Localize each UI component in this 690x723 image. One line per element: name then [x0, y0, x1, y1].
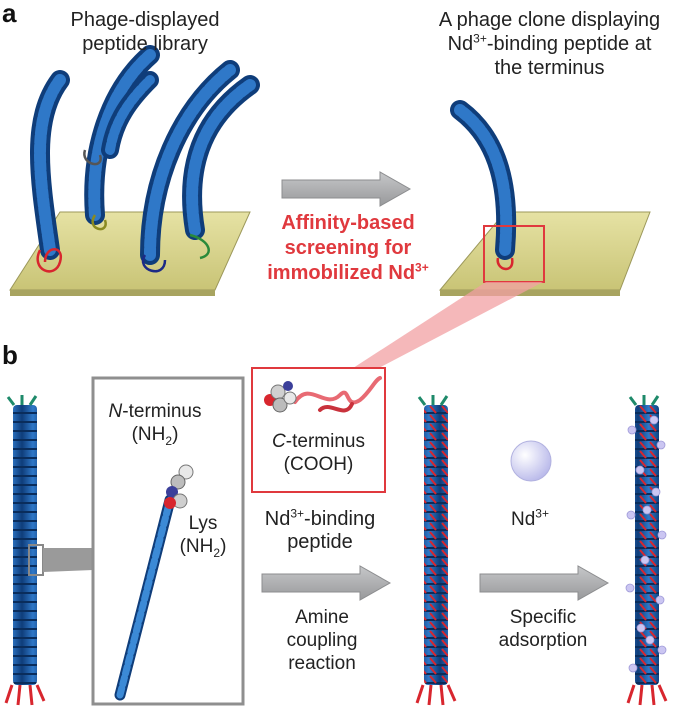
binding-line1: Nd3+-binding	[250, 506, 390, 531]
adsorption-step-label: Specific adsorption	[478, 606, 608, 652]
lys-group-post: )	[220, 536, 227, 557]
coupling-line2: coupling	[286, 630, 358, 651]
n-terminus-italic: N	[108, 401, 123, 422]
coupling-step-label: Amine coupling reaction	[262, 606, 382, 675]
binding-post: -binding	[304, 508, 376, 530]
alpha-helix	[114, 494, 176, 701]
c-terminus-italic: C	[272, 431, 286, 452]
clone-peptide	[496, 257, 514, 271]
n-terminus-label: N-terminus (NH2)	[100, 400, 210, 448]
c-terminus-label: C-terminus (COOH)	[256, 430, 381, 476]
clone-caption-line1: A phage clone displaying	[438, 9, 661, 31]
phage-library-fibers	[30, 45, 260, 265]
nd-ion-text: Nd	[511, 509, 536, 530]
adsorption-line1: Specific	[509, 607, 577, 628]
binding-nd: Nd	[264, 508, 291, 530]
n-terminus-rest: -terminus	[122, 401, 202, 422]
binding-sup: 3+	[290, 506, 305, 521]
adsorption-arrow	[479, 565, 610, 601]
clone-caption-line3: the terminus	[494, 57, 605, 79]
clone-caption: A phage clone displaying Nd3+-binding pe…	[412, 8, 687, 80]
c-terminus-rest: -terminus	[285, 431, 365, 452]
n-group-sub: 2	[165, 433, 173, 448]
phage-rod-with-peptide	[415, 395, 457, 706]
phage-rod-with-nd	[626, 395, 668, 706]
phage-rod-plain	[4, 395, 46, 706]
clone-caption-post: -binding peptide at	[486, 33, 652, 55]
library-caption-line1: Phage-displayed	[70, 9, 220, 31]
n-terminus-line1: N-terminus	[100, 400, 210, 423]
binding-peptide-label: Nd3+-binding peptide	[250, 506, 390, 554]
binding-line2: peptide	[287, 531, 353, 553]
library-caption: Phage-displayed peptide library	[20, 8, 270, 56]
lys-group-pre: (NH	[179, 536, 214, 557]
screening-sup: 3+	[415, 260, 429, 275]
coupling-arrow	[261, 565, 392, 601]
adsorbed-nd-ions	[625, 415, 667, 673]
lys-group-sub: 2	[213, 545, 221, 560]
zoom-beam	[350, 282, 543, 370]
c-terminus-atoms	[264, 381, 297, 413]
nd-ion-sup: 3+	[535, 506, 549, 521]
screening-label-line1: Affinity-based	[281, 212, 415, 234]
coat-protein-inset	[91, 376, 245, 706]
rod-zoom-beam	[43, 548, 93, 572]
terminus-atoms	[164, 464, 194, 509]
n-group-pre: (NH	[131, 424, 166, 445]
coupling-line3: reaction	[288, 653, 356, 674]
lys-label: Lys (NH2)	[168, 512, 238, 560]
coupling-line1: Amine	[295, 607, 349, 628]
nd-ion-label: Nd3+	[490, 508, 570, 531]
screening-label: Affinity-based screening for immobilized…	[248, 211, 448, 286]
n-group-post: )	[172, 424, 179, 445]
screening-label-line2: screening for	[284, 237, 412, 259]
clone-caption-line2: Nd3+-binding peptide at	[412, 32, 687, 56]
lys-group: (NH2)	[168, 535, 238, 560]
screening-arrow	[281, 171, 412, 207]
clone-caption-nd: Nd	[447, 33, 474, 55]
phage-clone-fiber	[450, 100, 517, 260]
n-terminus-group: (NH2)	[100, 423, 210, 448]
lys-line1: Lys	[188, 513, 218, 534]
c-terminus-line1: C-terminus	[256, 430, 381, 453]
panel-a-letter: a	[2, 0, 17, 28]
library-caption-line2: peptide library	[82, 33, 208, 55]
panel-b-letter: b	[2, 340, 18, 370]
adsorption-line2: adsorption	[498, 630, 588, 651]
nd-ion-sphere	[510, 440, 552, 482]
peptide-ribbon	[293, 376, 382, 413]
screening-label-line3: immobilized Nd3+	[248, 261, 448, 286]
clone-caption-sup: 3+	[473, 31, 487, 46]
screening-nd: immobilized Nd	[267, 262, 416, 284]
library-peptide-loops	[36, 149, 210, 273]
c-terminus-group: (COOH)	[283, 454, 354, 475]
